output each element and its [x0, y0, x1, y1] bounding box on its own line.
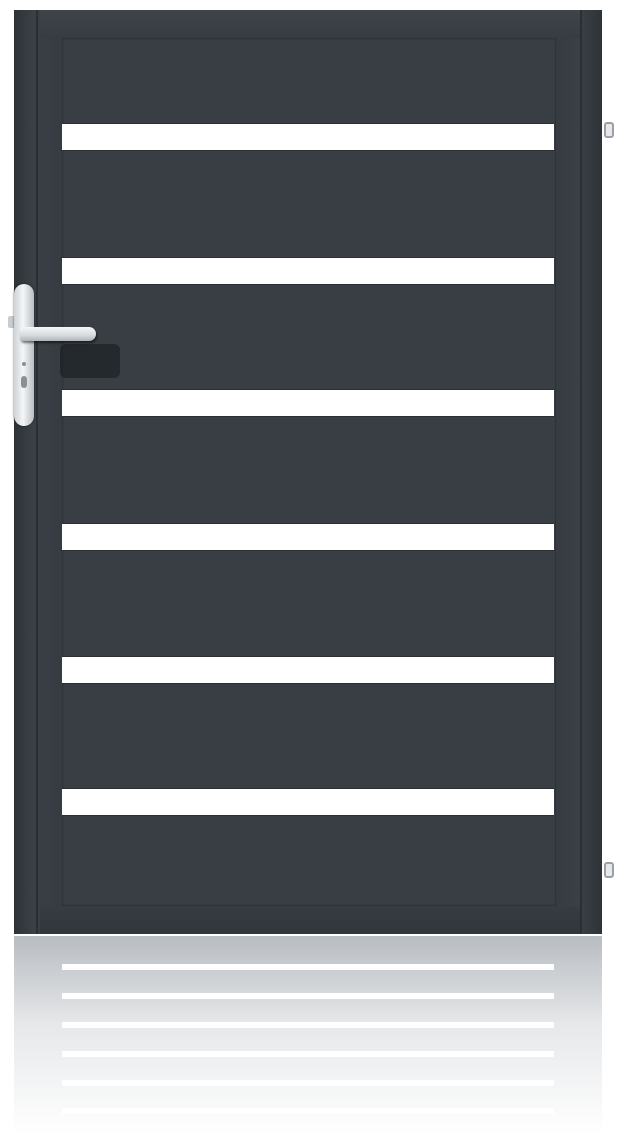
latch-tab — [8, 316, 16, 328]
slat-gap — [62, 390, 554, 416]
right-post-groove — [580, 10, 582, 934]
left-post — [14, 10, 62, 934]
hinge-pin — [604, 862, 614, 878]
handle-shadow — [60, 344, 120, 378]
left-post-groove — [36, 10, 38, 934]
slat-gap — [62, 657, 554, 683]
hinge-top — [602, 122, 618, 138]
reflection-gap — [62, 1022, 554, 1028]
hinge-pin — [604, 122, 614, 138]
slat-gap — [62, 789, 554, 815]
reflection-gap — [62, 993, 554, 999]
slat-gap — [62, 124, 554, 150]
door-handle-lever[interactable] — [20, 327, 96, 341]
reflection-gap — [62, 964, 554, 970]
door-handle-plate[interactable] — [14, 284, 34, 426]
slat-gap — [62, 524, 554, 550]
keyhole-top — [22, 362, 26, 366]
hinge-bottom — [602, 862, 618, 878]
right-post — [556, 10, 602, 934]
slat-gap — [62, 258, 554, 284]
top-rail — [40, 10, 580, 38]
keyhole — [21, 376, 27, 388]
reflection-gap — [62, 1051, 554, 1057]
gate-panel — [62, 38, 556, 906]
reflection-gap — [62, 1080, 554, 1086]
bottom-rail — [40, 906, 580, 934]
reflection-gap — [62, 1108, 554, 1114]
